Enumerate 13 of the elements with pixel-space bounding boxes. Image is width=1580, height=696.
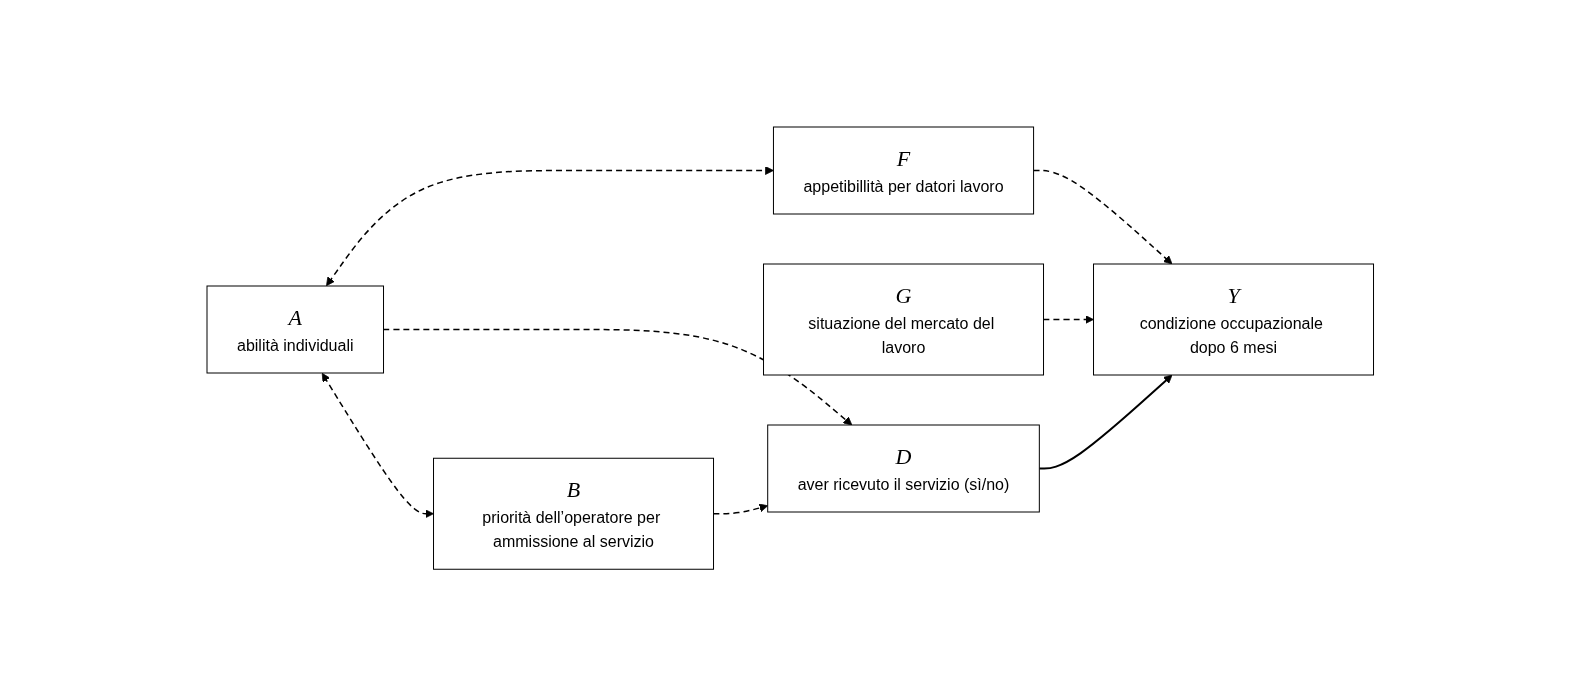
arrow	[321, 372, 434, 519]
arrow	[712, 503, 768, 515]
arrow	[382, 328, 852, 426]
node-box: A abilità individuali	[206, 285, 384, 374]
arrow	[1038, 374, 1173, 470]
node-box: Y condizione occupazionale dopo 6 mesi	[1092, 263, 1374, 376]
arrow	[1032, 169, 1173, 265]
node-box: D aver ricevuto il servizio (sì/no)	[766, 424, 1040, 513]
node-box: G situazione del mercato del lavoro	[762, 263, 1044, 376]
node-box: F appetibillità per datori lavoro	[772, 126, 1034, 215]
arrow	[325, 166, 774, 286]
node-box: B priorità dell’operatore per ammissione al servizio	[432, 457, 714, 570]
arrow	[1042, 315, 1094, 324]
